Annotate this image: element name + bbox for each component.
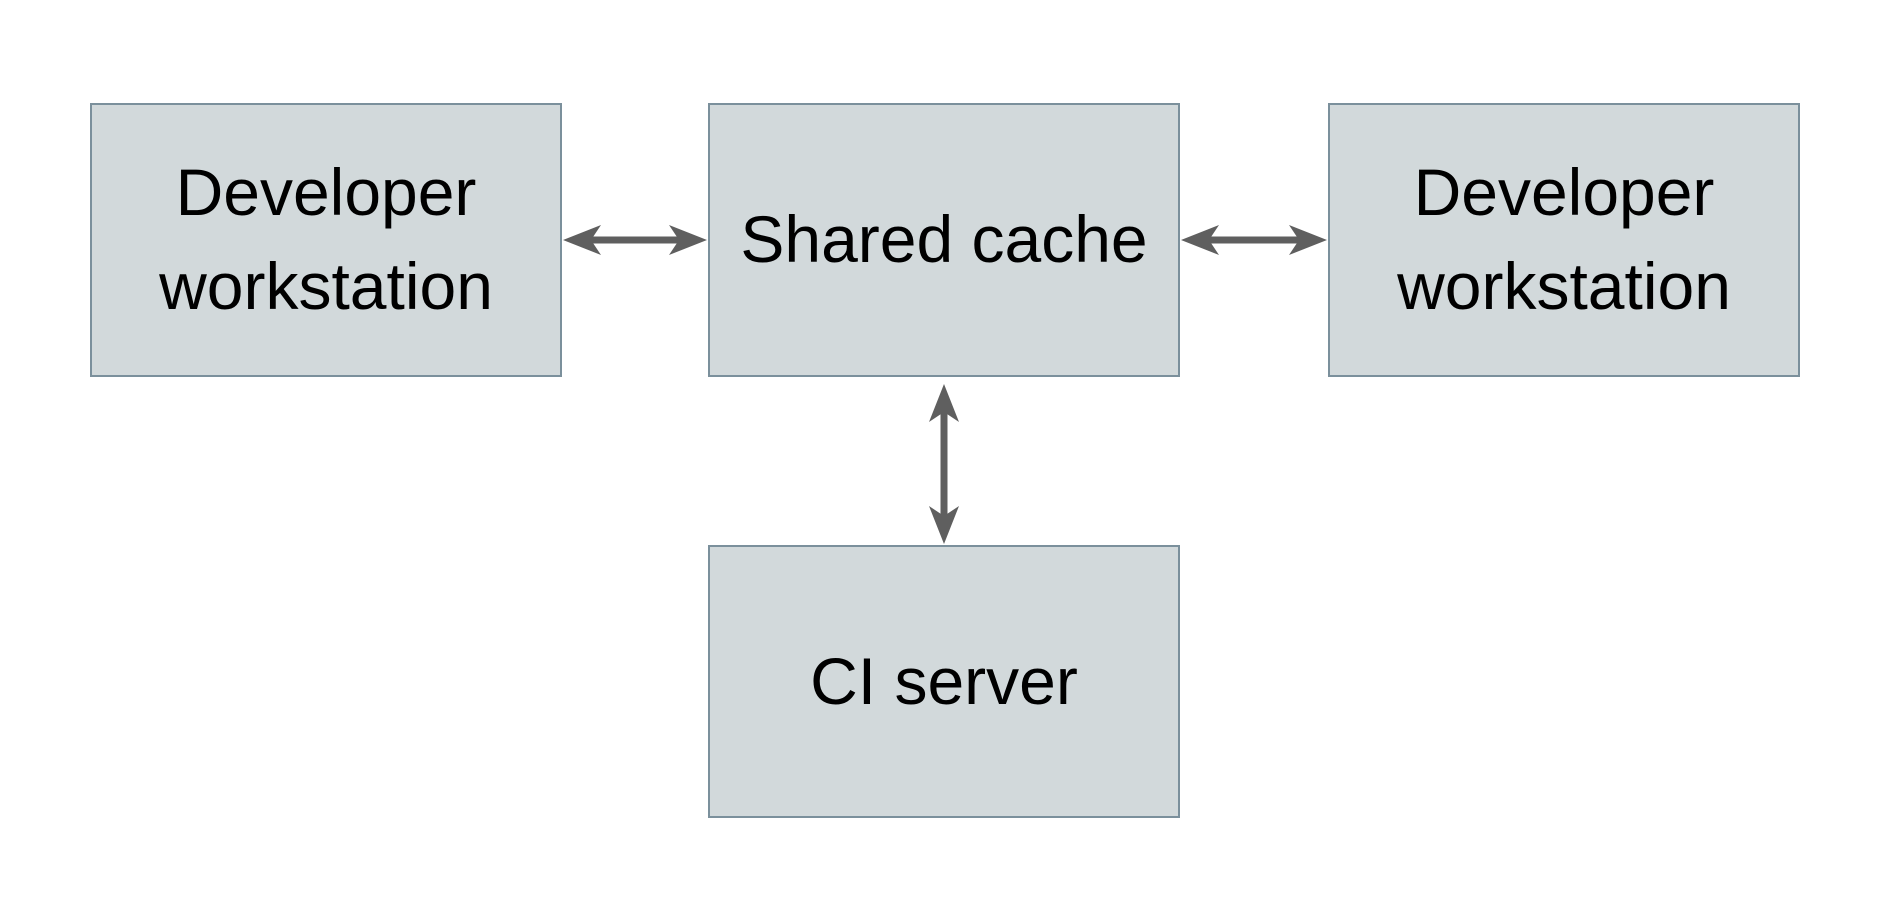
node-label: Developer workstation [1397,155,1731,323]
double-arrow-icon [1181,225,1327,255]
node-developer-workstation-left: Developer workstation [90,103,562,377]
node-label: Developer workstation [159,155,493,323]
node-developer-workstation-right: Developer workstation [1328,103,1800,377]
bidirectional-arrow-shared-cache-ci-server [926,383,962,545]
bidirectional-arrow-shared-cache-right-workstation [1180,222,1328,258]
bidirectional-arrow-left-workstation-shared-cache [562,222,708,258]
double-arrow-icon [563,225,707,255]
node-label: Shared cache [740,202,1148,277]
node-shared-cache: Shared cache [708,103,1180,377]
node-label: CI server [810,643,1078,718]
node-ci-server: CI server [708,545,1180,818]
double-arrow-icon [929,384,959,544]
